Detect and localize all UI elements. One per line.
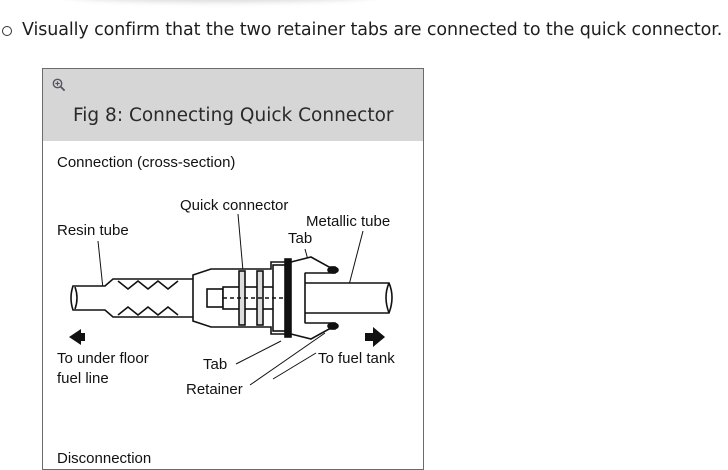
figure-header: Fig 8: Connecting Quick Connector — [43, 69, 423, 141]
label-quick-connector: Quick connector — [180, 197, 288, 214]
section-label: Connection (cross-section) — [57, 154, 235, 171]
resin-tube — [70, 278, 214, 318]
figure-title: Fig 8: Connecting Quick Connector — [73, 105, 394, 126]
label-metallic-tube: Metallic tube — [306, 213, 390, 230]
previous-image-shadow — [60, 0, 380, 2]
list-bullet — [2, 26, 12, 36]
arrow-left-icon — [69, 329, 85, 345]
label-next-section: Disconnection — [57, 450, 151, 467]
label-tab-top: Tab — [288, 230, 312, 247]
label-resin-tube: Resin tube — [57, 222, 129, 239]
quick-connector-body — [192, 258, 306, 338]
figure-card: Fig 8: Connecting Quick Connector Connec… — [42, 68, 424, 470]
quick-connector-diagram[interactable]: Connection (cross-section) Quick connect… — [43, 141, 423, 470]
label-tab-bottom: Tab — [203, 356, 227, 373]
label-to-under-floor: To under floor — [57, 350, 149, 367]
leader-lines — [97, 213, 364, 386]
label-retainer: Retainer — [186, 381, 243, 398]
label-to-fuel-tank: To fuel tank — [318, 350, 395, 367]
label-fuel-line: fuel line — [57, 370, 109, 387]
zoom-in-icon[interactable] — [52, 78, 66, 92]
retainer-tabs — [290, 256, 339, 340]
instruction-list-item: Visually confirm that the two retainer t… — [0, 20, 728, 46]
arrow-right-icon — [365, 327, 385, 347]
instruction-text: Visually confirm that the two retainer t… — [22, 20, 723, 40]
